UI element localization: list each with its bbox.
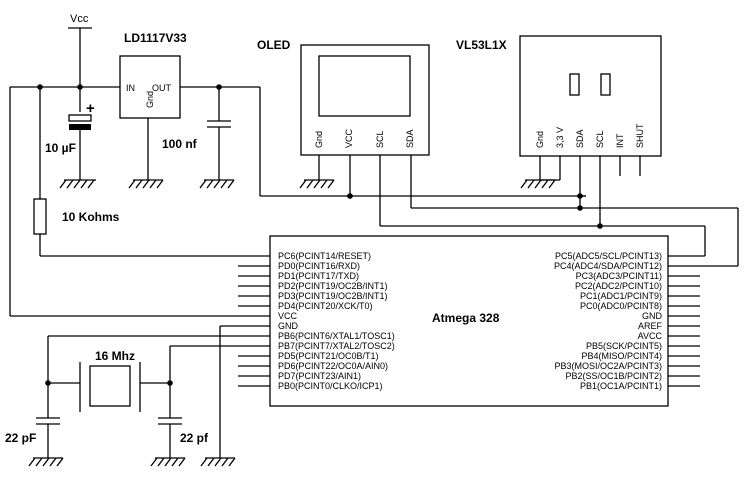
- mcu-name: Atmega 328: [432, 311, 500, 325]
- mcu-left-pin-label: GND: [278, 321, 299, 331]
- ground-symbol: [299, 179, 335, 189]
- junction-dot: [167, 380, 173, 386]
- input-capacitor-label: 10 µF: [45, 141, 76, 155]
- ground-symbol: [128, 179, 164, 189]
- sensor-pin-label: SDA: [575, 129, 585, 148]
- mcu-left-pin-label: VCC: [278, 311, 298, 321]
- xtal-capacitor-left: 22 pF: [5, 417, 60, 458]
- mcu-right-pin-label: GND: [642, 311, 663, 321]
- mcu-left-pin-label: PD3(PCINT19/OC2B/INT1): [278, 291, 388, 301]
- mcu-right-pin-label: PC4(ADC4/SDA/PCINT12): [554, 261, 662, 271]
- mcu-left-pin-label: PD1(PCINT17/TXD): [278, 271, 359, 281]
- mcu-left-pin-label: PD4(PCINT20/XCK/T0): [278, 301, 373, 311]
- junction-dot: [347, 193, 353, 199]
- ground-symbol: [28, 457, 64, 467]
- ground-symbol: [200, 457, 236, 467]
- atmega-chip: Atmega 328 PC6(PCINT14/RESET)PD0(PCINT16…: [238, 235, 700, 407]
- mcu-right-pin-label: PB2(SS/OC1B/PCINT2): [565, 371, 662, 381]
- regulator-name: LD1117V33: [124, 31, 187, 45]
- junction-dot: [37, 84, 43, 90]
- mcu-right-pin-label: PC5(ADC5/SCL/PCINT13): [555, 251, 662, 261]
- voltage-regulator: LD1117V33 IN OUT Gnd: [119, 31, 187, 180]
- output-capacitor-label: 100 nf: [162, 137, 198, 151]
- sensor-pin-label: SHUT: [635, 123, 645, 148]
- oled-name: OLED: [257, 38, 291, 52]
- regulator-pin-in: IN: [126, 83, 135, 93]
- input-capacitor: + 10 µF: [45, 100, 95, 180]
- oled-pin-label: SCL: [375, 130, 385, 148]
- sensor-pin-label: Gnd: [535, 131, 545, 148]
- junction-dot: [45, 380, 51, 386]
- oled-pin-label: SDA: [405, 129, 415, 148]
- mcu-left-pin-label: PD0(PCINT16/RXD): [278, 261, 360, 271]
- mcu-left-pin-label: PB7(PCINT7/XTAL2/TOSC2): [278, 341, 395, 351]
- sensor-name: VL53L1X: [456, 38, 507, 52]
- crystal-label: 16 Mhz: [95, 349, 135, 363]
- oled-pin-label: VCC: [344, 128, 354, 148]
- mcu-body: [269, 235, 669, 407]
- xtal-capacitor-left-label: 22 pF: [5, 431, 36, 445]
- mcu-left-pin-label: PD6(PCINT22/OC0A/AIN0): [278, 361, 388, 371]
- mcu-right-pin-label: AVCC: [638, 331, 663, 341]
- sensor-pin-label: INT: [615, 133, 625, 148]
- regulator-pin-out: OUT: [152, 83, 172, 93]
- mcu-right-pin-label: PC0(ADC0/PCINT8): [580, 301, 662, 311]
- ground-symbol: [150, 457, 186, 467]
- oled-pin-label: Gnd: [314, 131, 324, 148]
- sensor-pin-label: SCL: [595, 130, 605, 148]
- mcu-right-pin-label: AREF: [638, 321, 663, 331]
- mcu-right-pin-label: PB3(MOSI/OC2A/PCINT3): [554, 361, 662, 371]
- vcc-label: Vcc: [70, 13, 89, 25]
- mcu-right-pin-label: PB4(MISO/PCINT4): [581, 351, 662, 361]
- resistor-label: 10 Kohms: [62, 210, 120, 224]
- crystal: 16 Mhz: [79, 349, 141, 412]
- oled-module: OLED Gnd VCC SCL SDA: [257, 38, 430, 156]
- mcu-right-pin-label: PB5(SCK/PCINT5): [586, 341, 662, 351]
- ground-symbol: [199, 179, 235, 189]
- reset-resistor: 10 Kohms: [33, 87, 270, 257]
- regulator-pin-gnd: Gnd: [145, 91, 155, 108]
- mcu-right-pin-label: PC2(ADC2/PCINT10): [575, 281, 662, 291]
- output-capacitor: 100 nf: [162, 87, 231, 180]
- mcu-right-pin-label: PC3(ADC3/PCINT11): [576, 271, 662, 281]
- mcu-left-pin-label: PB6(PCINT6/XTAL1/TOSC1): [278, 331, 395, 341]
- ground-symbol: [59, 179, 96, 189]
- sensor-pin-label: 3,3 V: [555, 127, 565, 148]
- xtal-capacitor-right-label: 22 pf: [180, 431, 209, 445]
- mcu-right-pin-label: PC1(ADC1/PCINT9): [580, 291, 662, 301]
- junction-dot: [216, 84, 222, 90]
- xtal-capacitor-right: 22 pf: [158, 417, 209, 458]
- polarity-mark: +: [86, 100, 95, 117]
- mcu-left-pin-label: PC6(PCINT14/RESET): [278, 251, 371, 261]
- vcc-supply: Vcc: [68, 13, 92, 112]
- mcu-left-pin-label: PD5(PCINT21/OC0B/T1): [278, 351, 379, 361]
- mcu-right-pin-label: PB1(OC1A/PCINT1): [580, 381, 662, 391]
- mcu-left-pin-label: PD2(PCINT19/OC2B/INT1): [278, 281, 388, 291]
- tof-sensor-module: VL53L1X Gnd 3,3 V SDA SCL INT SHUT: [456, 35, 662, 157]
- ground-symbol: [520, 179, 556, 189]
- mcu-left-pin-label: PD7(PCINT23/AIN1): [278, 371, 361, 381]
- junction-dot: [77, 84, 83, 90]
- mcu-left-pin-label: PB0(PCINT0/CLKO/ICP1): [278, 381, 383, 391]
